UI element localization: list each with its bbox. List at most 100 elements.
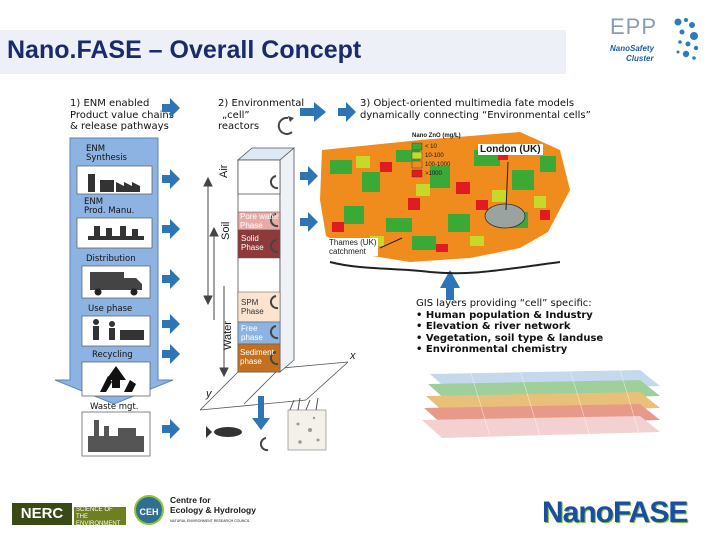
card-enm-synthesis: ENM Synthesis [86, 145, 127, 163]
step2-line: 2) Environmental [218, 98, 305, 109]
card-label-line: Waste mgt. [90, 402, 139, 412]
factory-icon [88, 174, 140, 192]
nerc-tag-line: SCIENCE OF THE [76, 507, 113, 520]
card-waste-mgt: Waste mgt. [90, 403, 138, 412]
step3-line: dynamically connecting “Environmental ce… [360, 109, 591, 121]
production-line-icon [88, 226, 144, 240]
gis-heading: GIS layers providing “cell” specific: [416, 298, 592, 309]
ceh-line-1: Centre for [170, 495, 211, 505]
epp-wordmark: EPP [610, 14, 658, 39]
epp-subtitle-2: Cluster [626, 54, 654, 63]
phase-label-line: phase [240, 357, 262, 366]
flow-arrows-2 [252, 102, 460, 430]
map-legend: Nano ZnO (mg/L) [412, 133, 492, 140]
phase-label-line: phase [241, 333, 263, 342]
gis-bullet-text: Environmental chemistry [425, 344, 568, 355]
pore-water-label: Pore water Phase [240, 212, 279, 230]
fish-icon [206, 426, 242, 438]
ceh-logo: CEH Centre for Ecology & Hydrology NATUR… [134, 495, 274, 529]
gis-info: GIS layers providing “cell” specific: • … [416, 298, 603, 356]
dots-logo-icon [674, 18, 699, 60]
phase-label-line: Phase [241, 243, 264, 252]
card-enm-prod-manu: ENM Prod. Manu. [84, 198, 134, 216]
label-air: Air [218, 164, 230, 178]
gis-bullet-text: Vegetation, soil type & landuse [425, 332, 604, 344]
phase-label-line: Pore water [240, 212, 279, 221]
card-recycling: Recycling [92, 351, 133, 360]
step2-line: „cell” [222, 109, 250, 121]
map-red-cells [332, 150, 550, 252]
epp-subtitle-1: NanoSafety [610, 44, 655, 53]
gis-bullet: • Elevation & river network [416, 321, 571, 332]
legend-label-1: < 10 [425, 144, 437, 150]
thames-label-line: Thames (UK) [329, 238, 377, 247]
solid-phase-label: Solid Phase [241, 234, 264, 252]
card-label-line: Distribution [86, 254, 136, 264]
epp-logo: EPP NanoSafety Cluster [604, 14, 704, 72]
title-band [0, 30, 566, 74]
london-area [484, 203, 526, 229]
legend-swatches [411, 142, 423, 178]
legend-label-3: 100-1000 [425, 162, 451, 168]
phase-label-line: Free [241, 324, 258, 333]
truck-icon [90, 272, 142, 296]
nanofase-wordmark: NanoFASE [542, 496, 688, 529]
card-use-phase: Use phase [88, 305, 132, 314]
map-yellow-cells [356, 156, 546, 246]
cycle-arrowheads [288, 116, 294, 122]
compartment-arrows [203, 176, 229, 378]
phase-label-line: Sediment [240, 348, 274, 357]
step2-heading: 2) Environmental „cell” reactors [218, 98, 304, 133]
legend-title: Nano ZnO (mg/L) [412, 133, 461, 139]
free-phase-label: Free phase [241, 324, 263, 342]
phase-label-line: Phase [240, 221, 263, 230]
thames-catchment-map [320, 132, 570, 275]
gis-bullet: • Environmental chemistry [416, 344, 568, 355]
flow-arrows-1 [162, 98, 180, 439]
card-label-line: Synthesis [86, 153, 127, 163]
thames-river [329, 261, 561, 275]
soil-sample-sketch [287, 397, 327, 451]
phase-label-line: Solid [241, 234, 259, 243]
gis-layer-stack [422, 369, 660, 438]
solid-phase [237, 229, 281, 259]
card-label-line: Recycling [92, 350, 133, 360]
label-soil: Soil [220, 221, 232, 240]
legend-label-4: >1000 [425, 171, 442, 177]
gis-bullet-text: Elevation & river network [425, 321, 571, 332]
card-label-line: ENM [84, 197, 104, 207]
axis-y-label: y [206, 388, 212, 400]
gis-bullet-text: Human population & Industry [425, 309, 593, 321]
step1-line: Product value chains [70, 109, 174, 121]
gis-bullet: • Vegetation, soil type & landuse [416, 332, 604, 344]
waste-plant-icon [88, 420, 144, 452]
spm-phase-label: SPM Phase [241, 298, 264, 316]
nerc-wordmark: NERC [12, 503, 72, 525]
legend-label-2: 10-100 [425, 153, 444, 159]
thames-label: Thames (UK) catchment [328, 238, 378, 256]
nerc-tag-line: ENVIRONMENT [76, 521, 121, 527]
card-label-line: Prod. Manu. [84, 206, 135, 216]
step2-line: reactors [218, 121, 260, 132]
step1-heading: 1) ENM enabled Product value chains & re… [70, 98, 174, 133]
nerc-tagline: SCIENCE OF THE ENVIRONMENT [74, 507, 126, 527]
step3-heading: 3) Object-oriented multimedia fate model… [360, 98, 591, 121]
people-icon [93, 319, 144, 340]
label-water: Water [222, 321, 234, 350]
slide-title: Nano.FASE – Overall Concept [7, 36, 362, 64]
phase-label-line: Phase [241, 307, 264, 316]
step1-line: & release pathways [70, 121, 169, 132]
step1-line: 1) ENM enabled [70, 98, 150, 109]
card-distribution: Distribution [86, 255, 136, 264]
nanofase-logo: NanoFASE [538, 494, 706, 532]
sediment-phase-label: Sediment phase [240, 348, 274, 366]
phase-label-line: SPM [241, 298, 259, 307]
card-label-line: ENM [86, 144, 106, 154]
ceh-small: NATURAL ENVIRONMENT RESEARCH COUNCIL [170, 519, 250, 523]
nerc-logo: NERC SCIENCE OF THE ENVIRONMENT [12, 503, 126, 527]
step3-line: 3) Object-oriented multimedia fate model… [360, 98, 575, 109]
sediment-phase [237, 343, 281, 373]
axis-x-label: x [350, 350, 356, 362]
ceh-line-2: Ecology & Hydrology [170, 505, 256, 515]
